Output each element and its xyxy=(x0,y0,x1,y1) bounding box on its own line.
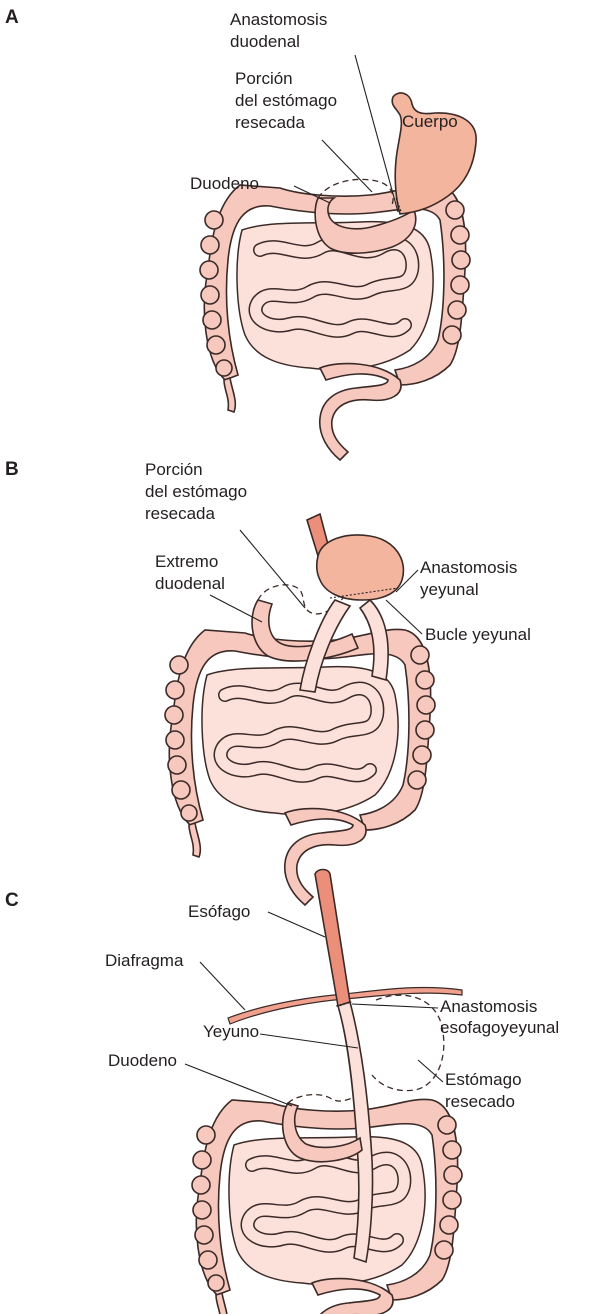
label-bucle-b: Bucle yeyunal xyxy=(425,625,531,644)
intestine-illustration-b xyxy=(165,629,435,905)
leader-anastomosis-a xyxy=(355,55,398,212)
label-extremo-b-2: duodenal xyxy=(155,574,225,593)
label-anastomosis-b-2: yeyunal xyxy=(420,580,479,599)
label-anastomosis-a-1: Anastomosis xyxy=(230,10,327,29)
label-anastomosis-a-2: duodenal xyxy=(230,32,300,51)
leader-porcion-a xyxy=(322,140,372,192)
label-estomago-c-2: resecado xyxy=(445,1092,515,1111)
label-porcion-a-3: resecada xyxy=(235,113,305,132)
leader-yeyuno-c xyxy=(260,1034,358,1048)
panel-letter-c: C xyxy=(5,890,19,911)
leader-esofago-c xyxy=(268,912,325,937)
leader-estomago-c xyxy=(418,1060,443,1082)
intestine-illustration-c xyxy=(192,1099,462,1314)
esophagus-c xyxy=(315,870,350,1007)
panel-c: C Esófago Diafragma Anastomosis esofagoy… xyxy=(5,870,559,1314)
label-yeyuno-c: Yeyuno xyxy=(203,1022,259,1041)
panel-a: A Anastomosis duodenal Porción del estóm… xyxy=(5,7,476,460)
label-porcion-b-2: del estómago xyxy=(145,482,247,501)
label-porcion-b-3: resecada xyxy=(145,504,215,523)
resected-stomach-outline-c xyxy=(372,995,444,1090)
label-diafragma-c: Diafragma xyxy=(105,951,184,970)
label-estomago-c-1: Estómago xyxy=(445,1070,522,1089)
duodenum-dashed-c xyxy=(288,1095,356,1103)
label-porcion-b-1: Porción xyxy=(145,460,203,479)
leader-bucle-b xyxy=(386,600,422,634)
label-duodeno-a: Duodeno xyxy=(190,174,259,193)
panel-letter-a: A xyxy=(5,7,19,28)
label-duodeno-c: Duodeno xyxy=(108,1051,177,1070)
label-cuerpo-a: Cuerpo xyxy=(402,112,458,131)
panel-b: B Porción del estómago resecada Extremo … xyxy=(5,459,531,905)
label-esofago-c: Esófago xyxy=(188,902,250,921)
panel-letter-b: B xyxy=(5,459,19,480)
label-anastomosis-c-2: esofagoyeyunal xyxy=(440,1018,559,1037)
leader-anastomosis-c xyxy=(352,1004,438,1008)
label-extremo-b-1: Extremo xyxy=(155,552,218,571)
leader-diafragma-c xyxy=(200,962,245,1010)
leader-porcion-b xyxy=(240,530,305,608)
label-porcion-a-1: Porción xyxy=(235,69,293,88)
label-porcion-a-2: del estómago xyxy=(235,91,337,110)
label-anastomosis-b-1: Anastomosis xyxy=(420,558,517,577)
label-anastomosis-c-1: Anastomosis xyxy=(440,997,537,1016)
stomach-remnant-b xyxy=(317,535,404,600)
